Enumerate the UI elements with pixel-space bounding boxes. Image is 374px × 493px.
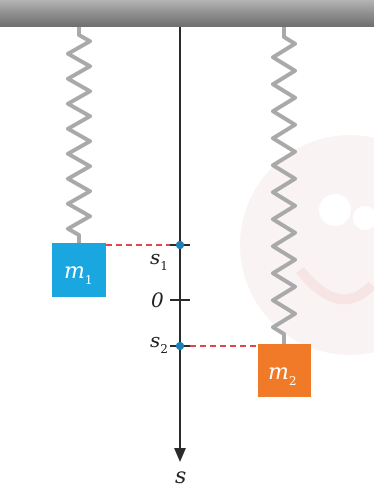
point-label-s1: s1 — [150, 245, 168, 273]
mass-m2-label: m2 — [268, 360, 297, 388]
mass-m1-label: m1 — [64, 259, 93, 287]
zero-label: 0 — [151, 288, 164, 312]
spring-right — [271, 27, 297, 344]
axis-label-s: s — [175, 464, 186, 489]
mass-m1-block — [52, 243, 106, 297]
point-label-s2: s2 — [150, 328, 168, 356]
mass-m2-block — [258, 344, 311, 397]
ceiling-bar — [0, 0, 374, 27]
spring-left — [66, 27, 92, 243]
axis-arrowhead — [174, 448, 186, 462]
point-marker-s2 — [176, 342, 184, 350]
point-marker-s1 — [176, 241, 184, 249]
watermark-logo — [240, 135, 374, 355]
